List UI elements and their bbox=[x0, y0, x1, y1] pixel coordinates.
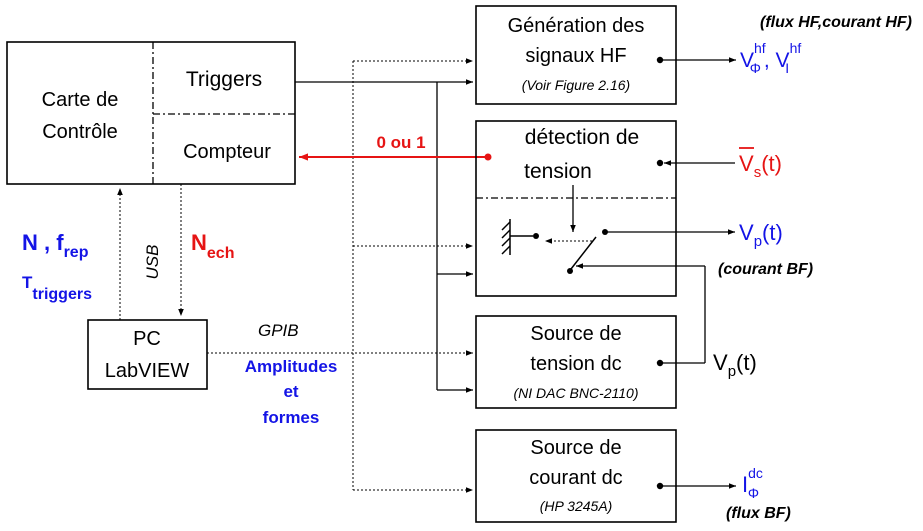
n-ech-label: Nech bbox=[191, 230, 234, 262]
compteur-label: Compteur bbox=[183, 141, 271, 163]
switch-icon bbox=[545, 229, 608, 274]
et-label: et bbox=[283, 382, 298, 401]
tension-dc-block: Source de tension dc (NI DAC BNC-2110) bbox=[475, 315, 705, 409]
trigger-bus bbox=[295, 79, 473, 393]
pc-label: PC bbox=[133, 328, 161, 350]
usb-label: USB bbox=[143, 245, 162, 280]
hf-note: (Voir Figure 2.16) bbox=[522, 77, 630, 93]
zero-ou-un-label: 0 ou 1 bbox=[376, 133, 425, 152]
formes-label: formes bbox=[263, 408, 320, 427]
courant-dc-note: (HP 3245A) bbox=[540, 498, 613, 514]
hf-caption: (flux HF,courant HF) bbox=[760, 14, 912, 31]
pc-labview-block: PC LabVIEW bbox=[87, 319, 208, 390]
triggers-label: Triggers bbox=[186, 68, 262, 91]
vp-source-label: Vp(t) bbox=[713, 350, 757, 380]
courant-dc-block: Source de courant dc (HP 3245A) bbox=[475, 429, 736, 523]
tension-dc-line1: Source de bbox=[530, 323, 621, 345]
courant-dc-line2: courant dc bbox=[529, 467, 622, 489]
courant-bf-label: (courant BF) bbox=[718, 261, 813, 278]
n-frep-label: N , frep bbox=[22, 230, 89, 261]
usb-link: USB bbox=[117, 184, 184, 320]
courant-dc-line1: Source de bbox=[530, 437, 621, 459]
flux-bf-label: (flux BF) bbox=[726, 505, 791, 522]
hf-generation-block: Génération des signaux HF (Voir Figure 2… bbox=[475, 5, 736, 105]
tension-dc-note: (NI DAC BNC-2110) bbox=[514, 385, 639, 401]
vp-output-label: Vp(t) bbox=[739, 220, 783, 250]
hf-title-line1: Génération des bbox=[508, 15, 645, 37]
gpib-label: GPIB bbox=[258, 321, 299, 340]
ground-icon bbox=[501, 219, 533, 255]
gpib-bus bbox=[207, 58, 473, 493]
carte-title-line1: Carte de bbox=[42, 89, 119, 111]
t-triggers-label: Ttriggers bbox=[22, 273, 92, 303]
detect-title-line2: tension bbox=[524, 160, 592, 183]
tension-dc-line2: tension dc bbox=[530, 353, 621, 375]
carte-title-line2: Contrôle bbox=[42, 121, 118, 143]
vs-label: Vs(t) bbox=[739, 151, 782, 181]
amplitudes-label: Amplitudes bbox=[245, 357, 338, 376]
detect-title-line1: détection de bbox=[525, 126, 639, 149]
carte-controle-block: Carte de Contrôle Triggers Compteur bbox=[6, 41, 296, 185]
hf-title-line2: signaux HF bbox=[525, 45, 626, 67]
labview-label: LabVIEW bbox=[105, 360, 190, 382]
detection-feedback-link: 0 ou 1 bbox=[299, 133, 492, 161]
detection-block: détection de tension bbox=[475, 120, 735, 363]
